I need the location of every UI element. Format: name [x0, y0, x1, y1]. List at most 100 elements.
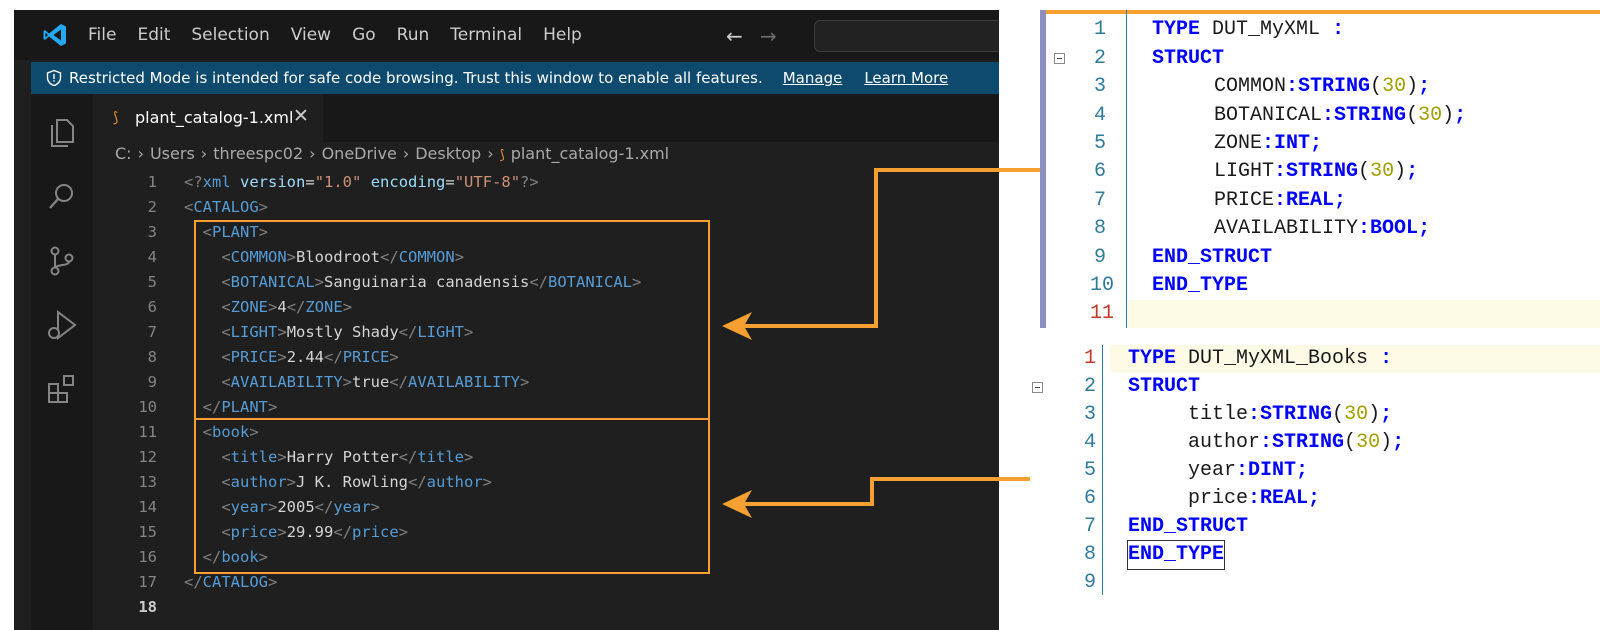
code-line: 18: [93, 595, 999, 620]
line-number: 4: [147, 248, 157, 266]
code-line: 5 <BOTANICAL>Sanguinaria canadensis</BOT…: [93, 270, 999, 295]
chevron-right-icon: ›: [309, 144, 316, 163]
line-number: 10: [138, 398, 157, 416]
title-bar: File Edit Selection View Go Run Terminal…: [14, 10, 999, 60]
line-number: 17: [138, 573, 157, 591]
code-line: 4 <COMMON>Bloodroot</COMMON>: [93, 245, 999, 270]
tab-label: plant_catalog-1.xml: [135, 108, 294, 127]
chevron-right-icon: ›: [137, 144, 144, 163]
line-number: 11: [138, 423, 157, 441]
code-line: 2<CATALOG>: [93, 195, 999, 220]
plc-line-current: [1128, 300, 1600, 328]
gutter-line: [1102, 345, 1103, 595]
manage-link[interactable]: Manage: [782, 69, 843, 87]
explorer-icon[interactable]: [45, 116, 79, 150]
source-control-icon[interactable]: [45, 244, 79, 278]
line-number: 12: [138, 448, 157, 466]
line-number: 5: [147, 273, 157, 291]
code-line: 16 </book>: [93, 545, 999, 570]
chevron-right-icon: ›: [200, 144, 208, 163]
line-number: 14: [138, 498, 157, 516]
book-highlight-box: [194, 418, 710, 574]
restricted-mode-banner: Restricted Mode is intended for safe cod…: [31, 62, 999, 94]
chevron-right-icon: ›: [487, 144, 494, 163]
breadcrumb-item[interactable]: Users: [149, 144, 195, 163]
learn-more-link[interactable]: Learn More: [864, 69, 949, 87]
run-debug-icon[interactable]: [45, 308, 79, 342]
plant-highlight-box: [194, 220, 710, 420]
code-line: 9 <AVAILABILITY>true</AVAILABILITY>: [93, 370, 999, 395]
collapse-icon[interactable]: [1032, 382, 1043, 393]
plc-line: 9: [1083, 571, 1096, 594]
panel-top-band: [1046, 10, 1600, 14]
line-number: 15: [138, 523, 157, 541]
extensions-icon[interactable]: [45, 372, 79, 406]
breadcrumb-item[interactable]: OneDrive: [321, 144, 397, 163]
menu-selection[interactable]: Selection: [191, 25, 270, 45]
line-number: 1: [147, 173, 157, 191]
menu-edit[interactable]: Edit: [137, 25, 171, 45]
activity-bar: [31, 94, 93, 630]
collapse-icon[interactable]: [1054, 53, 1065, 64]
plc-line-current: [1110, 345, 1600, 373]
forward-arrow-icon[interactable]: →: [760, 24, 777, 48]
line-number: 8: [147, 348, 157, 366]
tab-plant-catalog[interactable]: ⟆ plant_catalog-1.xml ✕: [93, 94, 323, 142]
menu-terminal[interactable]: Terminal: [450, 25, 523, 45]
xml-file-icon: ⟆: [113, 110, 119, 126]
code-line: 11 <book>: [93, 420, 999, 445]
code-line: 14 <year>2005</year>: [93, 495, 999, 520]
vscode-logo-icon: [43, 24, 66, 46]
code-line: 7 <LIGHT>Mostly Shady</LIGHT>: [93, 320, 999, 345]
code-line: 17</CATALOG>: [93, 570, 999, 595]
code-line: 8 <PRICE>2.44</PRICE>: [93, 345, 999, 370]
shield-icon: [46, 69, 62, 87]
search-icon[interactable]: [45, 180, 79, 214]
code-line: 13 <author>J K. Rowling</author>: [93, 470, 999, 495]
menu-go[interactable]: Go: [352, 25, 376, 45]
line-number: 9: [147, 373, 157, 391]
code-line: 1<?xml version="1.0" encoding="UTF-8"?>: [93, 170, 999, 195]
breadcrumb-item[interactable]: C:: [115, 144, 132, 163]
restricted-message: Restricted Mode is intended for safe cod…: [69, 69, 763, 87]
line-number: 13: [138, 473, 157, 491]
code-line: 6 <ZONE>4</ZONE>: [93, 295, 999, 320]
breadcrumb: C:›Users›threespc02›OneDrive›Desktop›⟆pl…: [115, 144, 669, 163]
breadcrumb-item[interactable]: threespc02: [213, 144, 304, 163]
xml-file-icon: ⟆: [499, 148, 505, 163]
line-number: 2: [147, 198, 157, 216]
breadcrumb-item[interactable]: plant_catalog-1.xml: [510, 144, 670, 163]
gutter-line: [1126, 10, 1127, 328]
close-icon[interactable]: ✕: [293, 105, 309, 127]
breadcrumb-item[interactable]: Desktop: [415, 144, 482, 163]
code-line: 15 <price>29.99</price>: [93, 520, 999, 545]
back-arrow-icon[interactable]: ←: [726, 24, 743, 48]
menu-help[interactable]: Help: [543, 25, 582, 45]
code-line: 3 <PLANT>: [93, 220, 999, 245]
line-number: 16: [138, 548, 157, 566]
command-center-search[interactable]: [814, 20, 999, 52]
menu-run[interactable]: Run: [396, 25, 430, 45]
code-line: 10 </PLANT>: [93, 395, 999, 420]
code-line: 12 <title>Harry Potter</title>: [93, 445, 999, 470]
menu-file[interactable]: File: [88, 25, 117, 45]
menu-bar: File Edit Selection View Go Run Terminal…: [88, 10, 603, 60]
menu-view[interactable]: View: [290, 25, 332, 45]
